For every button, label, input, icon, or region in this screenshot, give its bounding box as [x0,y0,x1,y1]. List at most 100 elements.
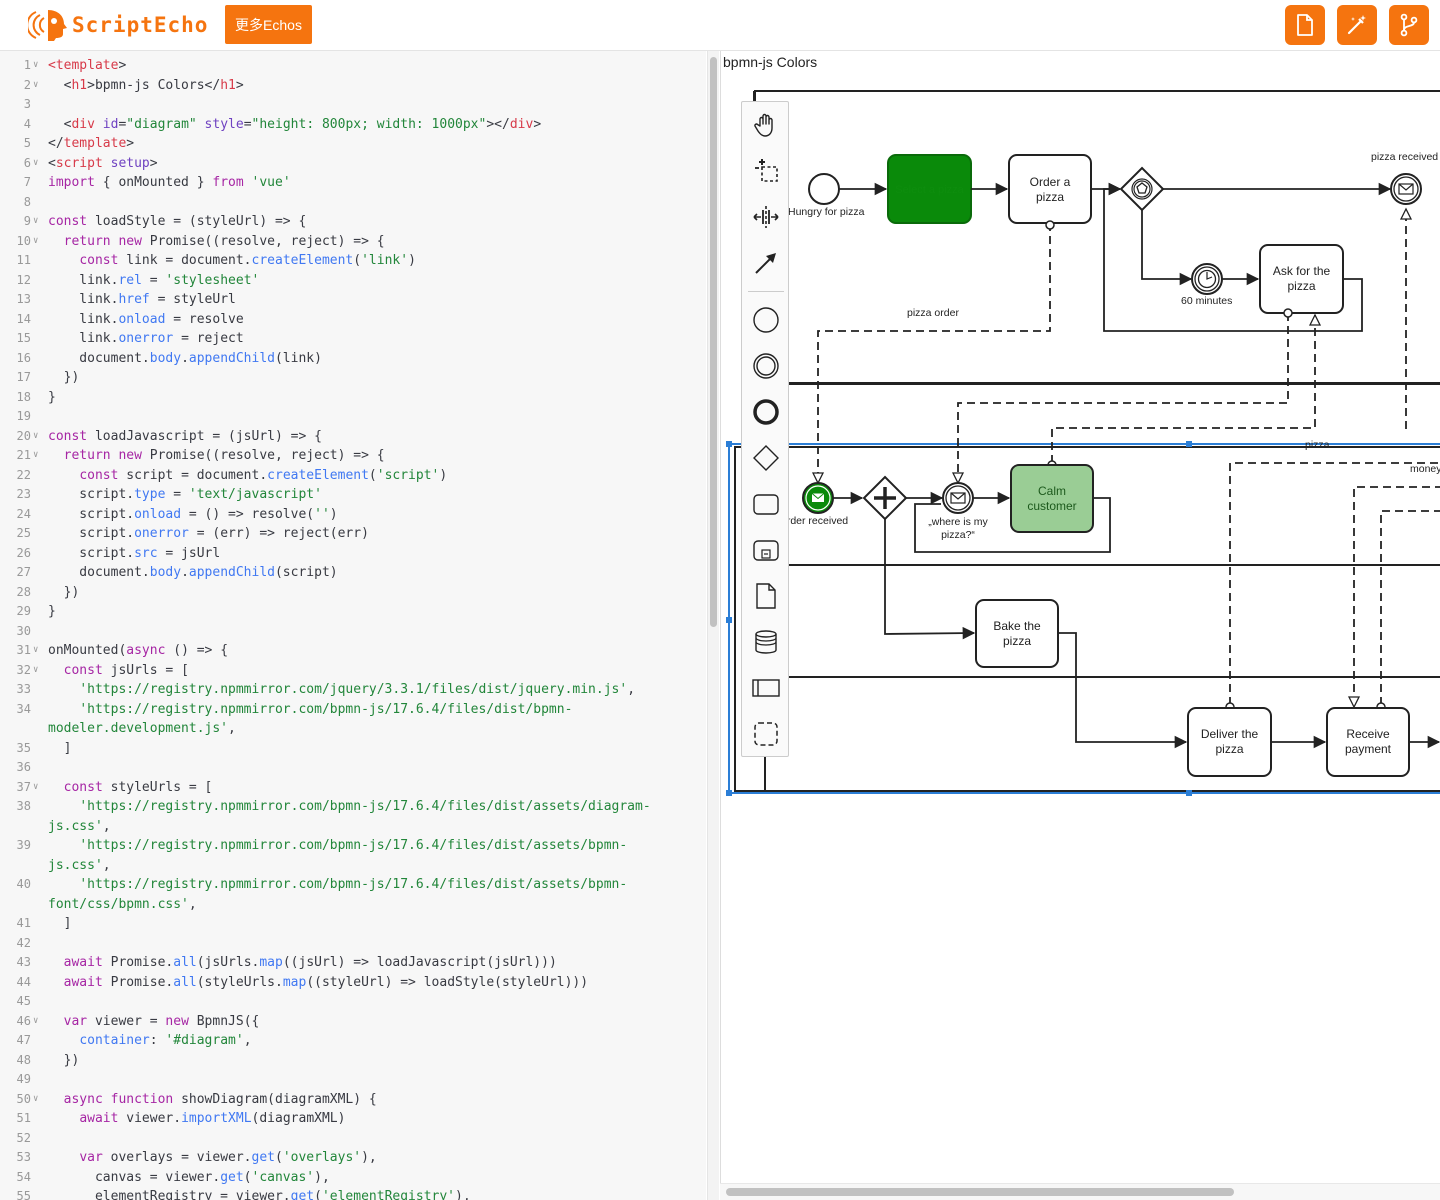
editor-scrollbar[interactable] [707,51,719,1200]
create-start-event[interactable] [742,300,790,340]
create-gateway[interactable] [742,438,790,478]
fork-button[interactable] [1389,5,1429,45]
fold-toggle-icon[interactable]: ∨ [33,235,39,246]
calm-label-2: customer [1027,499,1076,513]
fold-toggle-icon[interactable]: ∨ [33,157,39,168]
selection-frame[interactable] [726,441,1440,796]
code-text: await Promise.all(styleUrls.map((styleUr… [63,974,589,990]
line-number: 50 [16,1091,31,1106]
create-intermediate-event[interactable] [742,346,790,386]
line-number: 44 [16,974,31,989]
fold-toggle-icon[interactable]: ∨ [33,79,39,90]
pizza-received-event[interactable] [1390,173,1422,205]
bpmn-diagram[interactable]: Hungry for pizza Select a pizza Order a … [721,51,1440,1200]
pizza-received-label: pizza received [1371,151,1438,163]
code-text: } [48,604,56,619]
task-icon [753,494,779,515]
app-header: ScriptEcho 更多Echos [0,0,1440,51]
global-connect-tool[interactable] [742,243,790,283]
parallel-gateway[interactable] [862,475,908,521]
line-number: 12 [16,272,31,287]
preview-scrollbar-thumb[interactable] [726,1188,1234,1196]
tool-palette [741,101,789,757]
line-number: 4 [23,116,31,131]
line-number: 5 [23,136,31,150]
more-echos-button[interactable]: 更多Echos [225,5,312,44]
create-data-store[interactable] [742,622,790,662]
line-number: 35 [16,740,31,755]
fold-toggle-icon[interactable]: ∨ [33,60,39,70]
create-participant[interactable] [742,668,790,708]
fold-toggle-icon[interactable]: ∨ [33,430,39,441]
code-text: const script = document.createElement('s… [79,467,448,483]
line-number: 20 [16,428,31,443]
logo-icon [28,10,67,41]
code-text: font/css/bpmn.css', [48,896,197,912]
code-text: link.onerror = reject [48,331,244,346]
code-text: const loadStyle = (styleUrl) => { [48,214,307,229]
hand-tool[interactable] [742,105,790,145]
global-connect-icon [755,253,776,274]
line-number: 29 [16,604,31,618]
timer-event[interactable] [1191,263,1223,295]
magic-wand-icon [1347,15,1366,35]
create-task[interactable] [742,484,790,524]
code-text: 'https://registry.npmmirror.com/jquery/3… [79,682,636,697]
line-number: 36 [16,760,31,774]
task-order-pizza[interactable] [1008,154,1092,224]
fold-toggle-icon[interactable]: ∨ [33,645,39,655]
event-gateway[interactable] [1119,166,1165,212]
line-gutter [0,51,44,1200]
preview-scrollbar[interactable] [720,1183,1440,1200]
line-number: 17 [16,370,31,384]
line-number: 42 [16,935,31,950]
fold-toggle-icon[interactable]: ∨ [33,450,39,460]
fold-toggle-icon[interactable]: ∨ [33,781,39,792]
code-text: link.onload = resolve [48,311,244,327]
create-subprocess[interactable] [742,530,790,570]
space-tool-icon [753,206,779,228]
data-object-icon [756,583,776,609]
fold-toggle-icon[interactable]: ∨ [33,216,39,226]
code-text: return new Promise((resolve, reject) => … [63,448,385,463]
code-text: ] [48,740,72,756]
fold-toggle-icon[interactable]: ∨ [33,664,39,675]
line-number: 54 [16,1169,31,1184]
line-number: 48 [16,1052,31,1067]
logo[interactable]: ScriptEcho [28,6,208,44]
magic-button[interactable] [1337,5,1377,45]
code-text: var overlays = viewer.get('overlays'), [79,1150,377,1165]
line-number: 53 [16,1150,31,1164]
create-group[interactable] [742,714,790,754]
lasso-tool[interactable] [742,151,790,191]
code-text: container: '#diagram', [79,1033,252,1048]
order-pizza-label-2: pizza [1036,190,1064,204]
line-number: 45 [16,994,31,1008]
new-file-button[interactable] [1285,5,1325,45]
fold-toggle-icon[interactable]: ∨ [33,1093,39,1104]
create-data-object[interactable] [742,576,790,616]
line-number: 32 [16,662,31,677]
select-pizza-label: Select a pizza [895,184,964,196]
space-tool[interactable] [742,197,790,237]
line-number: 14 [16,311,31,326]
create-end-event[interactable] [742,392,790,432]
code-text: }) [48,584,80,600]
palette-separator [748,291,784,292]
code-text: const link = document.createElement('lin… [79,253,416,268]
code-text: 'https://registry.npmmirror.com/bpmn-js/… [79,877,628,892]
start-event[interactable] [808,173,840,205]
code-text: canvas = viewer.get('canvas'), [48,1169,330,1185]
line-number: 8 [23,194,31,209]
order-received-event[interactable] [802,482,834,514]
where-is-pizza-event[interactable] [942,482,974,514]
line-number: 51 [16,1111,31,1125]
code-text: modeler.development.js', [48,721,236,736]
ask-pizza-label: Ask for the [1273,264,1331,278]
editor-scrollbar-thumb[interactable] [710,57,717,627]
calm-label: Calm [1038,484,1066,498]
code-text: elementRegistry = viewer.get('elementReg… [48,1189,471,1200]
fold-toggle-icon[interactable]: ∨ [33,1015,39,1026]
line-number: 55 [16,1189,31,1200]
